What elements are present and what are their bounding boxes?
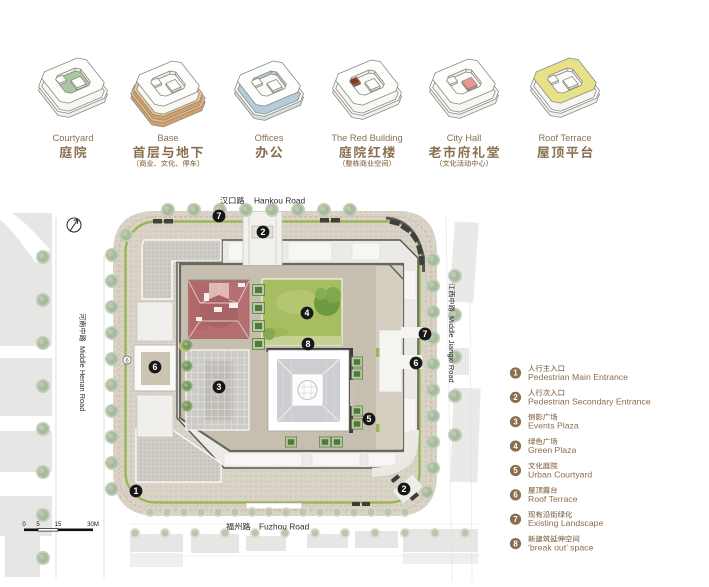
svg-text:Green Plaza: Green Plaza xyxy=(528,445,576,455)
svg-text:Offices: Offices xyxy=(255,133,284,143)
svg-text:4: 4 xyxy=(305,308,310,318)
svg-text:Fuzhou Road: Fuzhou Road xyxy=(259,522,310,532)
svg-text:Pedestrian Main Entrance: Pedestrian Main Entrance xyxy=(528,372,628,382)
svg-text:Events Plaza: Events Plaza xyxy=(528,421,579,431)
svg-text:Hankou Road: Hankou Road xyxy=(254,196,306,206)
svg-text:City Hall: City Hall xyxy=(447,133,482,143)
svg-text:15: 15 xyxy=(55,522,62,528)
svg-text:2: 2 xyxy=(513,393,518,402)
svg-text:7: 7 xyxy=(513,515,517,524)
svg-text:Urban Courtyard: Urban Courtyard xyxy=(528,469,592,479)
svg-text:8: 8 xyxy=(513,539,518,548)
svg-text:Pedestrian Secondary Entrance: Pedestrian Secondary Entrance xyxy=(528,396,651,406)
svg-text:1: 1 xyxy=(134,486,139,496)
svg-text:5: 5 xyxy=(513,466,518,475)
svg-text:5: 5 xyxy=(36,522,40,528)
svg-text:7: 7 xyxy=(423,329,428,339)
svg-text:0: 0 xyxy=(22,522,26,528)
svg-text:6: 6 xyxy=(153,362,158,372)
svg-text:2: 2 xyxy=(402,484,407,494)
svg-text:30M: 30M xyxy=(87,522,99,528)
svg-text:3: 3 xyxy=(217,382,222,392)
svg-text:8: 8 xyxy=(306,339,311,349)
svg-text:‘break out’ space: ‘break out’ space xyxy=(528,543,594,553)
svg-text:Middle Jiangxi Road: Middle Jiangxi Road xyxy=(447,316,456,383)
svg-text:7: 7 xyxy=(217,211,222,221)
svg-text:Roof Terrace: Roof Terrace xyxy=(528,494,578,504)
svg-text:6: 6 xyxy=(125,359,129,365)
svg-text:1: 1 xyxy=(513,369,518,378)
svg-text:3: 3 xyxy=(513,417,518,426)
svg-text:4: 4 xyxy=(513,442,518,451)
svg-text:The Red Building: The Red Building xyxy=(331,133,402,143)
svg-text:6: 6 xyxy=(414,358,419,368)
svg-text:Existing Landscape: Existing Landscape xyxy=(528,518,604,528)
svg-text:Roof Terrace: Roof Terrace xyxy=(538,133,591,143)
svg-text:2: 2 xyxy=(261,227,266,237)
svg-text:Base: Base xyxy=(157,133,178,143)
svg-text:Middle Henan Road: Middle Henan Road xyxy=(78,346,87,411)
svg-text:Courtyard: Courtyard xyxy=(53,133,94,143)
svg-text:5: 5 xyxy=(367,414,372,424)
svg-text:6: 6 xyxy=(513,491,518,500)
